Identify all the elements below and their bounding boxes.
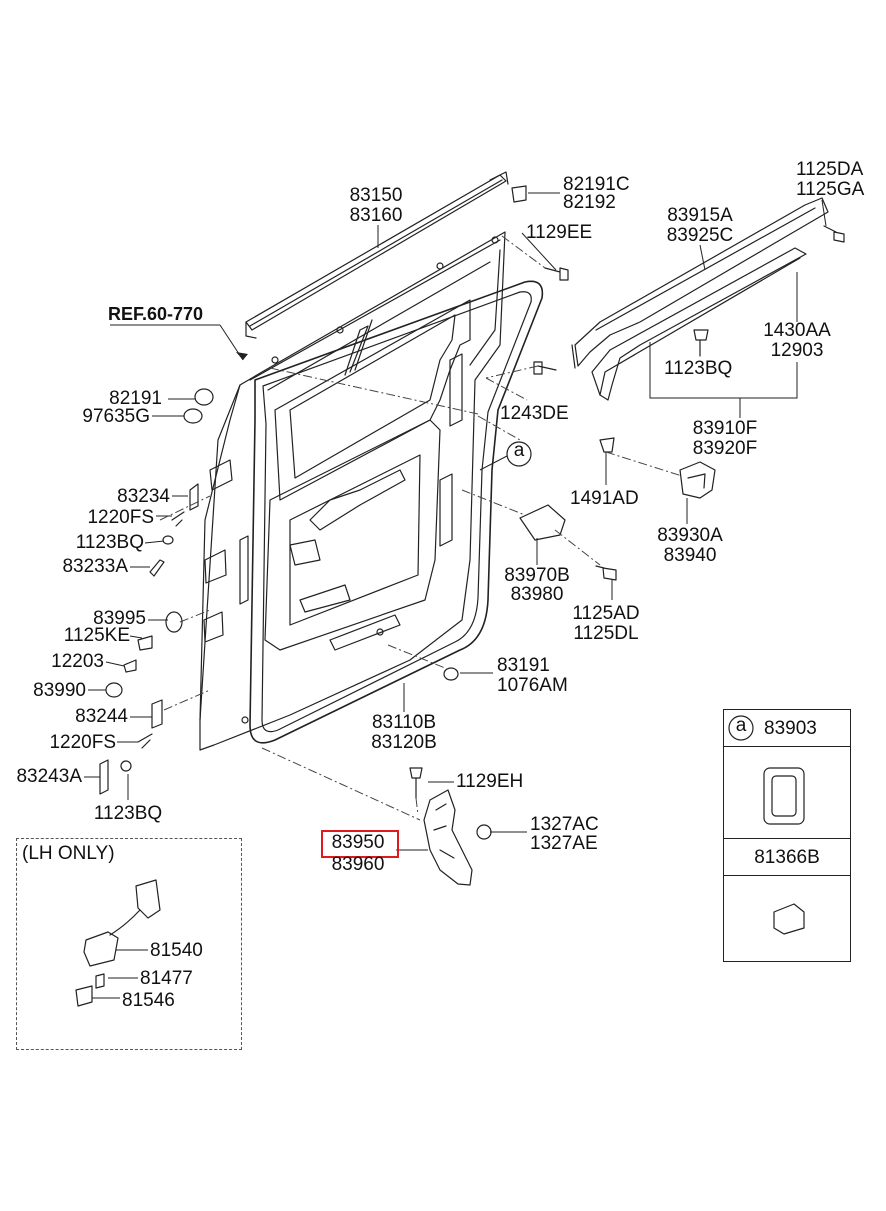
highlight-box-83950: [321, 830, 399, 858]
upper-rail-drawing: [245, 174, 507, 331]
part-1125dl: 1125DL: [573, 623, 639, 644]
part-82191: 82191: [109, 388, 162, 409]
part-1129ee: 1129EE: [526, 222, 593, 243]
part-83233a: 83233A: [62, 556, 128, 577]
lh-only-title: (LH ONLY): [22, 843, 115, 864]
part-12903: 12903: [770, 340, 824, 361]
part-82192: 82192: [563, 192, 616, 213]
part-83243a: 83243A: [16, 766, 82, 787]
legend-part-81366b: 81366B: [754, 847, 820, 868]
legend-part-83903: 83903: [764, 718, 817, 739]
part-97635g: 97635G: [82, 406, 150, 427]
part-83244: 83244: [75, 706, 128, 727]
part-1125ad: 1125AD: [572, 603, 640, 624]
legend-divider-2: [723, 838, 850, 839]
part-83925c: 83925C: [666, 225, 734, 246]
lower-hinge-drawing: [423, 789, 473, 886]
legend-table: [723, 709, 851, 962]
part-83920f: 83920F: [692, 438, 758, 459]
legend-divider-1: [723, 746, 850, 747]
part-83234: 83234: [117, 486, 170, 507]
part-83940: 83940: [663, 545, 717, 566]
part-83910f: 83910F: [692, 418, 758, 439]
part-1327ac: 1327AC: [530, 814, 599, 835]
door-panel-outline: [199, 231, 506, 751]
part-1125da: 1125DA: [796, 159, 864, 180]
part-83950[interactable]: 83950: [331, 832, 385, 853]
part-83915a: 83915A: [667, 205, 733, 226]
part-81540: 81540: [150, 940, 203, 961]
part-83120b: 83120B: [371, 732, 437, 753]
part-83160: 83160: [349, 205, 403, 226]
rail-cover-drawing: [574, 197, 829, 367]
part-83150: 83150: [349, 185, 403, 206]
part-81477: 81477: [140, 968, 193, 989]
part-83191: 83191: [497, 655, 550, 676]
part-1123bq-bottom: 1123BQ: [93, 803, 163, 824]
part-83930a: 83930A: [657, 525, 723, 546]
legend-callout-a: a: [735, 715, 747, 736]
callout-a-label: a: [513, 440, 525, 461]
part-1125ke: 1125KE: [63, 625, 130, 646]
weatherstrip-outline: [249, 280, 544, 744]
part-1243de: 1243DE: [500, 403, 569, 424]
part-1129eh: 1129EH: [456, 771, 524, 792]
part-82191c: 82191C: [563, 174, 630, 195]
part-1491ad: 1491AD: [570, 488, 639, 509]
part-83110b: 83110B: [371, 712, 437, 733]
part-1123bq-left: 1123BQ: [75, 532, 144, 553]
part-1076am: 1076AM: [497, 675, 568, 696]
center-rail-drawing: [591, 247, 807, 401]
part-1220fs-upper: 1220FS: [87, 507, 154, 528]
part-83970b: 83970B: [504, 565, 570, 586]
part-12203: 12203: [51, 651, 104, 672]
part-1327ae: 1327AE: [530, 833, 598, 854]
reference-label: REF.60-770: [108, 304, 204, 324]
part-1430aa: 1430AA: [763, 320, 831, 341]
part-83980: 83980: [510, 584, 564, 605]
part-83995: 83995: [93, 608, 146, 629]
legend-divider-3: [723, 875, 850, 876]
part-1123bq-top: 1123BQ: [664, 358, 733, 379]
part-81546: 81546: [122, 990, 175, 1011]
lh-only-box: [16, 838, 242, 1050]
part-1125ga: 1125GA: [796, 179, 865, 200]
part-83960: 83960: [331, 854, 385, 875]
part-1220fs-lower: 1220FS: [49, 732, 116, 753]
part-83990: 83990: [33, 680, 86, 701]
